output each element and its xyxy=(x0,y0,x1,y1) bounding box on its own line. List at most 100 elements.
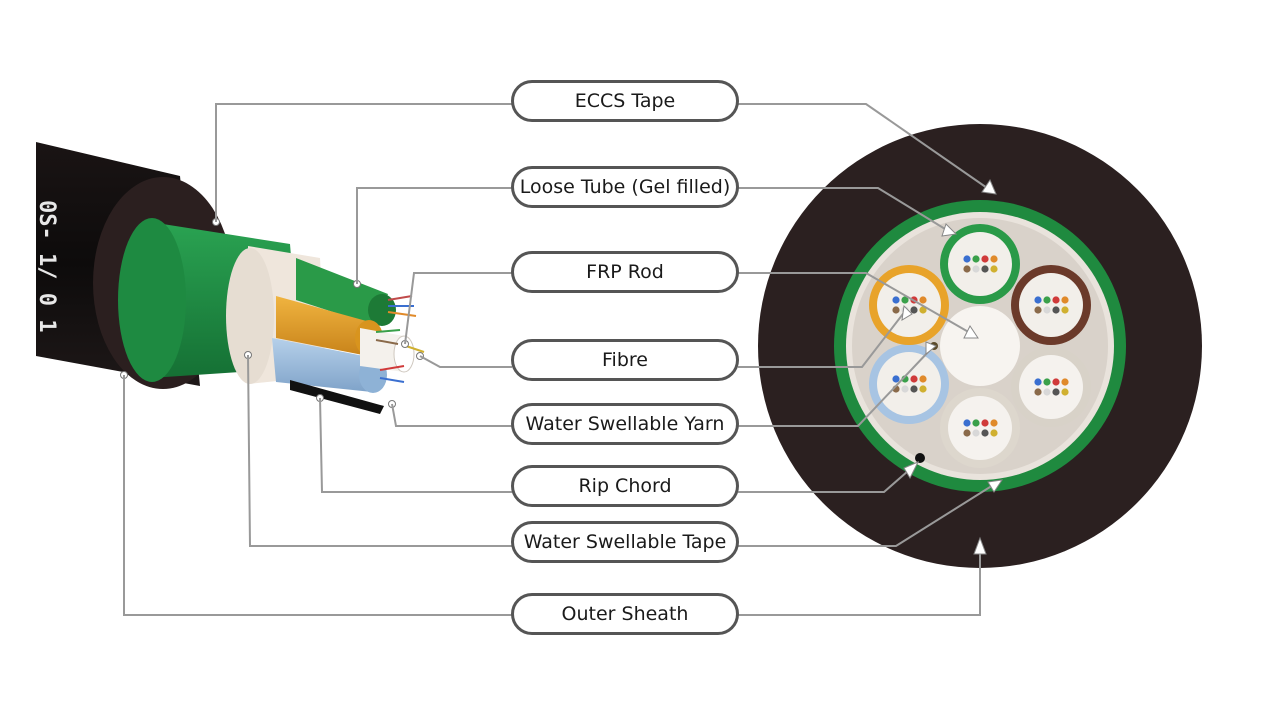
frp-rod-end xyxy=(393,335,415,373)
loose-tube-lower-left xyxy=(869,344,949,424)
arrowheads xyxy=(901,178,1004,555)
fibre-groups xyxy=(892,255,1069,437)
leader-frp-rod-left xyxy=(404,272,512,345)
label-water-swellable-yarn: Water Swellable Yarn xyxy=(511,403,739,445)
fibre-dot xyxy=(1061,306,1069,314)
fibre-tip xyxy=(375,329,401,333)
leader-fibre-right xyxy=(738,309,907,368)
fibre-dot xyxy=(1034,388,1042,396)
leader-frp-rod-right xyxy=(738,272,973,335)
fibre-dot xyxy=(990,255,998,263)
fibre-tip xyxy=(379,377,405,383)
fibre-dot xyxy=(1061,378,1069,386)
label-water-swellable-tape: Water Swellable Tape xyxy=(511,521,739,563)
loose-tube-bottom xyxy=(940,388,1020,468)
arrowhead-eccs xyxy=(981,178,997,195)
frp-rod-3d xyxy=(360,328,404,372)
fibre-dot xyxy=(1052,378,1060,386)
fibre-dot xyxy=(892,306,900,314)
fibre-dot xyxy=(972,429,980,437)
fibre-dot xyxy=(990,419,998,427)
arrowhead-yarn xyxy=(925,341,937,356)
fibre-dot xyxy=(981,255,989,263)
leader-rip-chord-left xyxy=(319,397,512,493)
fibre-dot xyxy=(1043,296,1051,304)
armour-tape-end xyxy=(118,218,186,382)
fibre-tip xyxy=(387,311,417,317)
fibre-tip xyxy=(379,365,405,371)
arrowhead-ws-tape xyxy=(987,479,1004,493)
fibre-dot xyxy=(990,429,998,437)
green-tube xyxy=(296,258,388,326)
fibre-dot xyxy=(901,385,909,393)
leader-outer-sheath-right xyxy=(738,546,981,616)
label-eccs-tape: ECCS Tape xyxy=(511,80,739,122)
fibre-dot xyxy=(919,306,927,314)
arrowhead-frp xyxy=(963,325,979,339)
fibre-dot xyxy=(1061,296,1069,304)
fibre-dot xyxy=(892,296,900,304)
label-outer-sheath: Outer Sheath xyxy=(511,593,739,635)
fibre-dot xyxy=(972,255,980,263)
leader-outer-sheath-left xyxy=(123,375,512,616)
fibre-dot xyxy=(1061,388,1069,396)
fibre-dot xyxy=(1052,306,1060,314)
loose-tube-lower-right xyxy=(1011,347,1091,427)
fibre-dot xyxy=(972,419,980,427)
fibre-dot xyxy=(963,429,971,437)
tube-gel xyxy=(877,273,941,337)
cable-cross-section xyxy=(758,124,1202,568)
leader-ws-tape-left xyxy=(247,354,512,547)
fibre-dot xyxy=(1043,306,1051,314)
fibre-dot xyxy=(910,375,918,383)
fibre-tip xyxy=(375,339,399,345)
fibre-dot xyxy=(981,429,989,437)
rip-chord-3d xyxy=(290,380,384,414)
orange-tube xyxy=(276,296,370,356)
tube-gel xyxy=(948,396,1012,460)
label-fibre: Fibre xyxy=(511,339,739,381)
leader-eccs-tape-right xyxy=(738,103,991,191)
leader-fibre-left xyxy=(419,355,512,368)
fibre-dot xyxy=(892,375,900,383)
blue-tube xyxy=(272,338,374,392)
fibre-tip xyxy=(387,295,413,301)
fibre-dot xyxy=(1034,306,1042,314)
fibre-dot xyxy=(919,296,927,304)
leader-yarn-left xyxy=(391,403,512,427)
fibre-dot xyxy=(1043,388,1051,396)
jacket-print: 0S- 1/ 0 1 xyxy=(34,200,59,332)
fibre-tip xyxy=(405,345,425,353)
fibre-dot xyxy=(910,306,918,314)
fibre-dot xyxy=(963,265,971,273)
fibre-dot xyxy=(1034,378,1042,386)
label-rip-chord: Rip Chord xyxy=(511,465,739,507)
fibre-dot xyxy=(919,375,927,383)
label-frp-rod: FRP Rod xyxy=(511,251,739,293)
loose-tube-upper-left xyxy=(869,265,949,345)
arrowhead-fibre xyxy=(901,304,913,321)
fibre-dot xyxy=(919,385,927,393)
tube-gel xyxy=(948,232,1012,296)
fibre-dot xyxy=(1043,378,1051,386)
arrowhead-rip-chord xyxy=(903,461,920,480)
leader-rip-chord-right xyxy=(738,463,917,493)
fibre-dot xyxy=(981,419,989,427)
fibre-tips xyxy=(375,295,425,383)
leader-eccs-tape-left xyxy=(215,103,512,222)
tube-gel xyxy=(1019,355,1083,419)
cable-3d-view: 0S- 1/ 0 1 xyxy=(34,142,425,414)
loose-tube-top xyxy=(940,224,1020,304)
fibre-dot xyxy=(963,255,971,263)
arrowhead-loose-tube xyxy=(941,223,958,237)
leader-loose-tube-left xyxy=(356,187,512,284)
fibre-dot xyxy=(981,265,989,273)
fibre-dot xyxy=(901,296,909,304)
label-loose-tube: Loose Tube (Gel filled) xyxy=(511,166,739,208)
water-swellable-tape-end xyxy=(226,248,274,384)
fibre-dot xyxy=(910,385,918,393)
loose-tube-upper-right xyxy=(1011,265,1091,345)
fibre-dot xyxy=(1052,296,1060,304)
leader-ws-tape-right xyxy=(738,481,999,547)
